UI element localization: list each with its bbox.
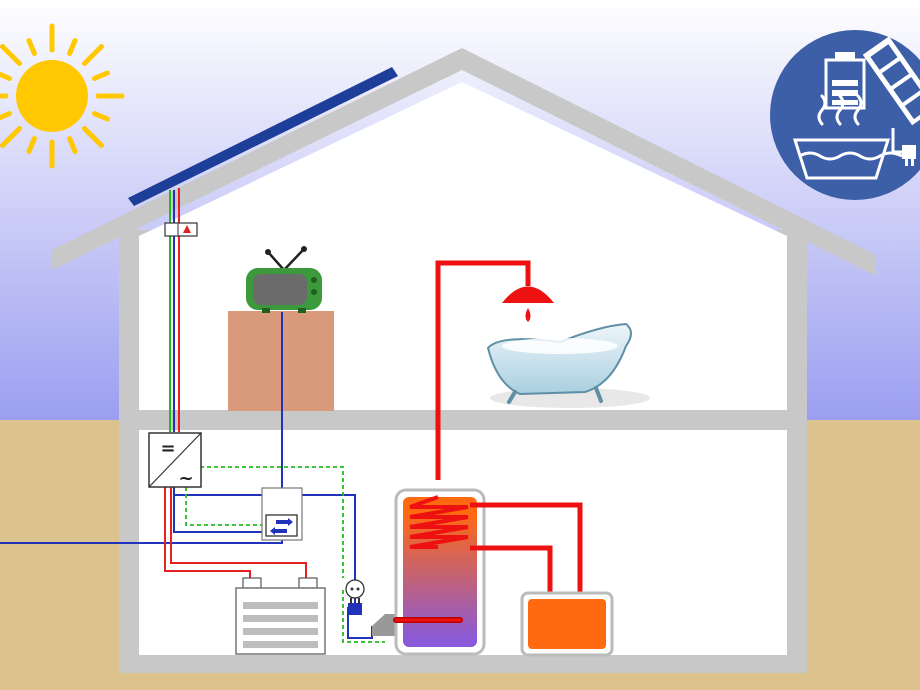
- meter-bidirectional-icon: [261, 487, 303, 541]
- water-tank-icon: [393, 488, 486, 656]
- house-floor-slab: [119, 410, 807, 430]
- sun-icon: [0, 23, 125, 169]
- inverter-dc-symbol: =: [160, 438, 175, 459]
- solar-panel-icon: [128, 67, 398, 206]
- energy-storage-badge-icon: [770, 30, 920, 200]
- earth-wiring: [185, 466, 385, 643]
- sun-ray: [67, 38, 78, 56]
- socket-icon: [345, 579, 365, 599]
- sun-ray: [92, 70, 110, 81]
- sun-ray: [26, 136, 37, 154]
- sun-ray: [26, 38, 37, 56]
- sun-ray: [82, 44, 104, 66]
- sun-ray: [0, 126, 22, 148]
- sun-ray: [0, 44, 22, 66]
- battery-icon: [235, 577, 326, 655]
- sun-ray: [0, 71, 12, 81]
- sun-ray: [0, 111, 12, 121]
- sun-ray: [92, 111, 110, 122]
- boiler-pipes: [470, 502, 583, 597]
- bathtub-icon: [486, 322, 650, 408]
- heater-connector: [372, 614, 396, 636]
- sun-ray: [67, 136, 78, 154]
- tv-icon: [246, 246, 322, 313]
- shower-icon: [435, 260, 554, 480]
- sun-ray: [82, 126, 104, 148]
- meter-icon: [164, 222, 198, 237]
- inverter-ac-symbol: ~: [178, 468, 193, 489]
- inverter-icon: = ~: [148, 432, 202, 489]
- heater-icon: [520, 591, 614, 657]
- plug-icon: [348, 598, 362, 615]
